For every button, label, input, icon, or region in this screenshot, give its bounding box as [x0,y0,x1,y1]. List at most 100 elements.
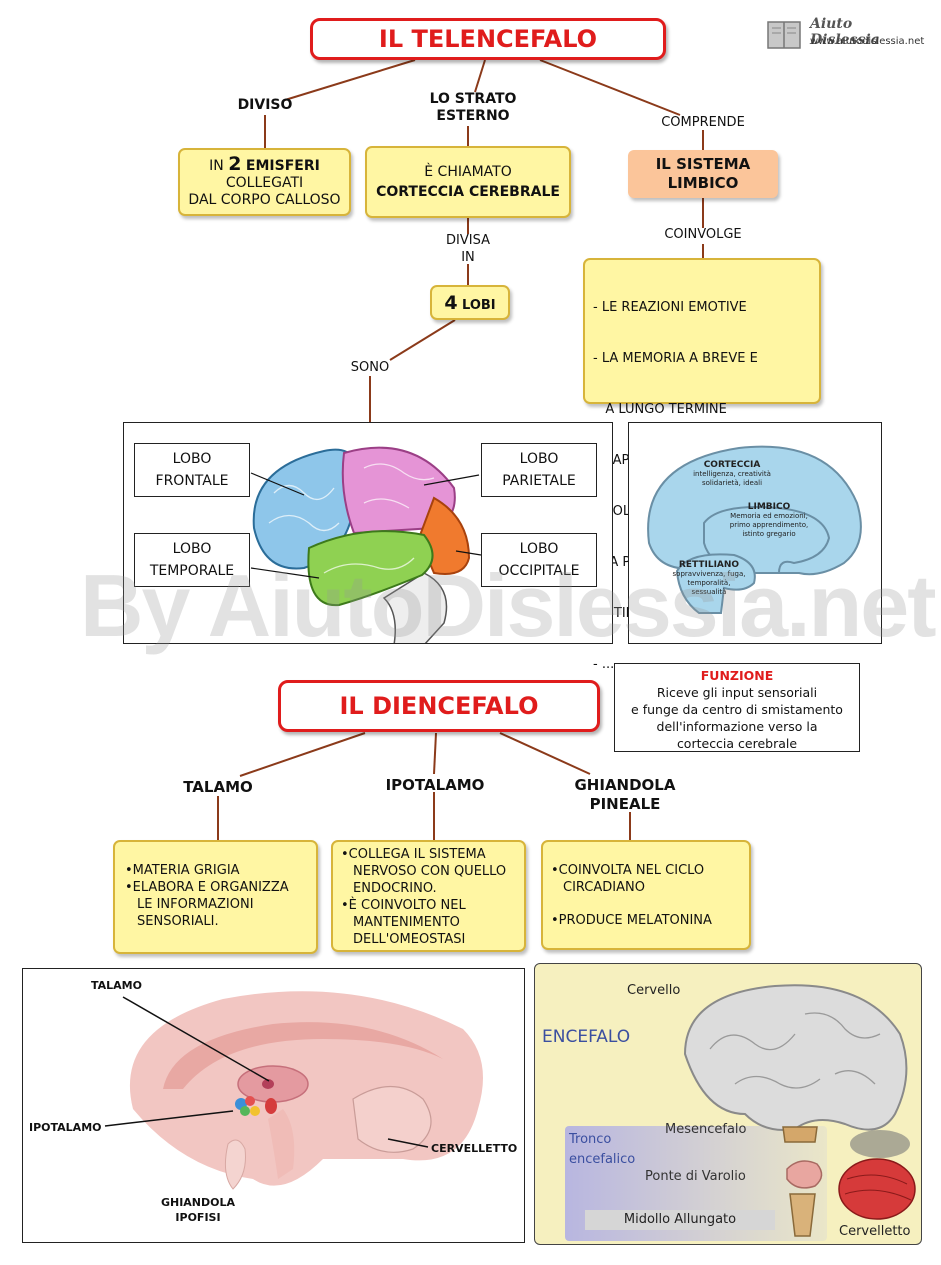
pineale-line1: GHIANDOLA [574,776,676,794]
corteccia-caption: CORTECCIA intelligenza, creatività solid… [687,461,777,488]
emisferi-pre: IN [209,157,224,174]
limbico-l2: primo apprendimento, [729,521,809,529]
logo: Aiuto Dislessia www.aiutodislessia.net [766,16,926,54]
coinvolge-label: COINVOLGE [664,227,742,242]
rettiliano-l3: sessualità [691,588,727,596]
telencefalo-title: IL TELENCEFALO [310,18,666,60]
encefalo-figure: ENCEFALO Cervello Tronco encefalico Mese… [534,963,922,1245]
list-item: PRODUCE MELATONINA [551,912,741,929]
cervelletto-label: Cervelletto [839,1224,911,1239]
section-talamo-label: TALAMO [91,979,142,992]
lobi-word: LOBI [462,297,496,313]
list-item: È COINVOLTO NEL MANTENIMENTO DELL'OMEOST… [341,897,516,948]
corteccia-l1: intelligenza, creatività [693,470,771,478]
pineale-list: COINVOLTA NEL CICLO CIRCADIANO PRODUCE M… [551,862,741,929]
logo-url: www.aiutodislessia.net [810,36,925,47]
emisferi-word: EMISFERI [245,157,320,174]
list-item: COINVOLTA NEL CICLO CIRCADIANO [551,862,741,896]
tronco-line1: Tronco [569,1132,612,1147]
list-item: A LUNGO TERMINE [593,402,727,417]
talamo-box: MATERIA GRIGIA ELABORA E ORGANIZZA LE IN… [113,840,318,954]
limbico-l1: Memoria ed emozioni, [730,512,808,520]
parietal-lobe-shape [341,446,456,535]
emisferi-line3: DAL CORPO CALLOSO [188,191,341,208]
ipofisi-line2: IPOFISI [175,1211,221,1224]
emisferi-box: IN 2 EMISFERI COLLEGATI DAL CORPO CALLOS… [178,148,351,216]
list-item: COLLEGA IL SISTEMA NERVOSO CON QUELLO EN… [341,846,516,897]
emisferi-num: 2 [228,152,242,175]
limbico-l3: istinto gregario [742,530,796,538]
parietale-line1: LOBO [519,451,559,467]
corteccia-l2: solidarietà, ideali [701,479,763,487]
rettiliano-caption: RETTILIANO sopravvivenza, fuga, temporal… [669,561,749,597]
triune-brain-illustration [647,445,862,614]
occipitale-line1: LOBO [519,541,559,557]
lobi-num: 4 [444,291,458,314]
limbico-caption: LIMBICO Memoria ed emozioni, primo appre… [724,503,814,539]
brain-lobes-figure: LOBO FRONTALE LOBO PARIETALE LOBO TEMPOR… [123,422,613,644]
watermark: By AiutoDislessia.net [80,556,937,655]
rettiliano-l1: sopravvivenza, fuga, [672,570,746,578]
divisa-in-label: DIVISA IN [428,232,508,266]
lobo-frontale-label: LOBO FRONTALE [134,443,250,497]
ipotalamo-box: COLLEGA IL SISTEMA NERVOSO CON QUELLO EN… [331,840,526,952]
list-item: - LA MEMORIA A BREVE E [593,351,758,366]
temporale-line2: TEMPORALE [149,563,235,579]
corteccia-title: CORTECCIA [703,460,761,470]
funzione-line: corteccia cerebrale [676,736,798,751]
ipofisi-line1: GHIANDOLA [160,1196,236,1209]
frontale-line1: LOBO [172,451,212,467]
limbico-list-box: - LE REAZIONI EMOTIVE - LA MEMORIA A BRE… [583,258,821,672]
triune-brain-figure: CORTECCIA intelligenza, creatività solid… [628,422,882,644]
section-ipofisi-label: GHIANDOLA IPOFISI [153,1195,243,1225]
ipotalamo-label: IPOTALAMO [385,776,485,794]
book-icon [767,21,801,49]
frontale-line2: FRONTALE [155,473,229,489]
sono-label: SONO [350,360,390,375]
temporale-line1: LOBO [172,541,212,557]
strato-line2: ESTERNO [436,108,510,124]
diviso-connector-label: DIVISO [237,97,293,113]
funzione-box: FUNZIONE Riceve gli input sensoriali e f… [614,663,860,752]
tronco-line2: encefalico [569,1152,636,1167]
temporal-lobe-shape [307,530,434,607]
emisferi-line2: COLLEGATI [225,174,304,191]
talamo-list: MATERIA GRIGIA ELABORA E ORGANIZZA LE IN… [125,862,308,930]
lobo-parietale-label: LOBO PARIETALE [481,443,597,497]
pineale-line2: PINEALE [589,795,661,813]
divisa-line2: IN [461,250,475,265]
brain-section-figure: TALAMO IPOTALAMO CERVELLETTO GHIANDOLA I… [22,968,525,1243]
limbico-line2: LIMBICO [667,174,739,192]
tronco-label: Tronco encefalico [569,1130,635,1170]
rettiliano-title: RETTILIANO [678,560,740,570]
talamo-label: TALAMO [183,778,253,796]
pineale-box: COINVOLTA NEL CICLO CIRCADIANO PRODUCE M… [541,840,751,950]
comprende-label: COMPRENDE [661,115,745,130]
logo-name: Aiuto Dislessia [810,16,880,48]
limbico-title: LIMBICO [747,502,791,512]
occipitale-line2: OCCIPITALE [498,563,580,579]
diencefalo-title: IL DIENCEFALO [278,680,600,732]
funzione-line: dell'informazione verso la [656,719,818,734]
brain-section-illustration [104,991,483,1190]
encefalo-title: ENCEFALO [542,1027,631,1047]
limbico-line1: IL SISTEMA [655,155,751,173]
strato-connector-label: LO STRATO ESTERNO [413,91,533,125]
funzione-line: Riceve gli input sensoriali [656,685,818,700]
corteccia-line2: CORTECCIA CEREBRALE [376,184,560,200]
pineale-label: GHIANDOLA PINEALE [560,776,690,814]
mesencefalo-label: Mesencefalo [665,1122,747,1137]
lobo-occipitale-label: LOBO OCCIPITALE [481,533,597,587]
section-cervelletto-label: CERVELLETTO [431,1142,518,1155]
cervello-label: Cervello [627,983,681,998]
section-ipotalamo-label: IPOTALAMO [29,1121,102,1134]
brain-lobes-illustration [250,446,482,643]
lobi-box: 4 LOBI [430,285,510,320]
midollo-label: Midollo Allungato [585,1210,775,1230]
ponte-label: Ponte di Varolio [645,1169,746,1184]
lobo-temporale-label: LOBO TEMPORALE [134,533,250,587]
ipotalamo-list: COLLEGA IL SISTEMA NERVOSO CON QUELLO EN… [341,846,516,948]
encefalo-illustration [683,984,916,1237]
sistema-limbico-box: IL SISTEMA LIMBICO [628,150,778,198]
